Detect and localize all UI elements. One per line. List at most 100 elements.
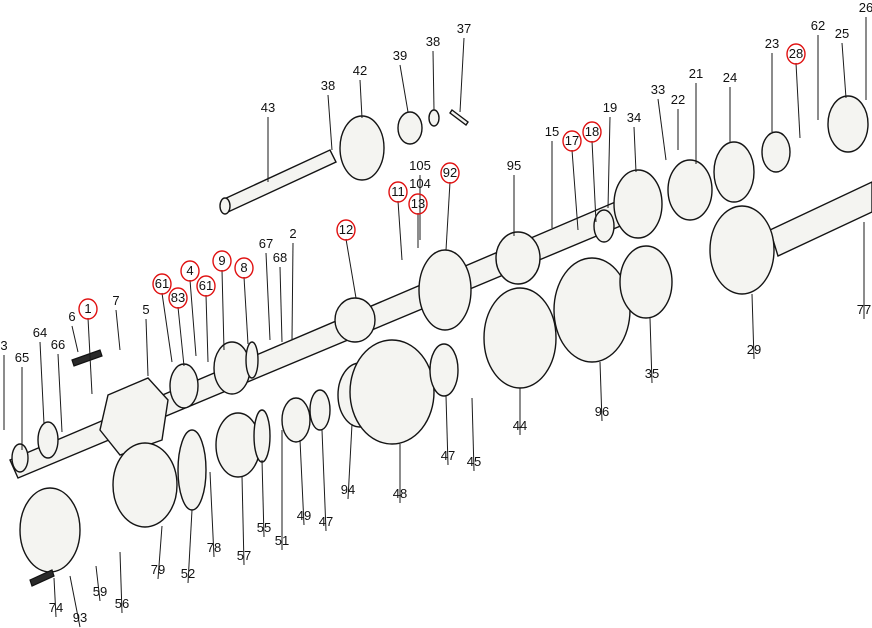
part-number-label: 78 [207, 540, 221, 555]
leader-line [279, 266, 283, 343]
part-number-label: 5 [142, 302, 149, 317]
part-number-label: 18 [585, 124, 599, 139]
gear-47b [429, 343, 459, 397]
ring-18 [593, 209, 615, 243]
part-number-label: 28 [789, 46, 803, 61]
red-circle-marker [336, 219, 356, 241]
cover-56 [112, 442, 178, 528]
part-number-label: 77 [857, 302, 871, 317]
leader-line [243, 276, 249, 345]
leader-line [459, 37, 465, 113]
part-number-label: 39 [393, 48, 407, 63]
shaft-43 [221, 149, 337, 213]
leader-line [39, 341, 45, 425]
ring-8 [245, 341, 259, 379]
part-number-label: 59 [93, 584, 107, 599]
leader-line [241, 475, 245, 566]
gear-29 [709, 205, 775, 295]
cover-93 [19, 487, 81, 573]
red-circle-marker [212, 250, 232, 272]
red-circle-marker [562, 130, 582, 152]
part-number-label: 83 [171, 290, 185, 305]
bearing-61a [169, 363, 199, 409]
leader-line [751, 293, 755, 360]
part-number-label: 48 [393, 486, 407, 501]
part-number-label: 17 [565, 133, 579, 148]
part-number-label: 4 [186, 263, 193, 278]
leader-line [69, 575, 81, 628]
part-number-label: 35 [645, 366, 659, 381]
leader-line [345, 238, 357, 299]
parts-layer [9, 95, 872, 587]
part-number-label: 96 [595, 404, 609, 419]
part-number-label: 61 [199, 278, 213, 293]
leader-line [189, 279, 197, 357]
leader-line [607, 116, 611, 209]
red-circle-marker [180, 260, 200, 282]
leader-line [347, 423, 353, 500]
part-number-label: 33 [651, 82, 665, 97]
red-circle-marker [196, 275, 216, 297]
part-number-label: 105 [409, 158, 431, 173]
part-number-label: 55 [257, 520, 271, 535]
ring-55 [253, 409, 271, 463]
leader-line [157, 525, 163, 580]
part-number-label: 26 [859, 0, 872, 15]
leader-line [571, 149, 579, 231]
part-number-label: 104 [409, 176, 431, 191]
part-number-label: 34 [627, 110, 641, 125]
part-number-label: 7 [112, 293, 119, 308]
part-number-label: 45 [467, 454, 481, 469]
part-number-label: 68 [273, 250, 287, 265]
part-number-label: 74 [49, 600, 63, 615]
housing-5 [99, 377, 169, 456]
leader-line [187, 509, 193, 584]
gear-44 [483, 287, 557, 389]
part-number-label: 13 [411, 196, 425, 211]
part-number-label: 62 [811, 18, 825, 33]
part-number-label: 43 [261, 100, 275, 115]
leader-line [87, 317, 93, 395]
leader-line [657, 98, 667, 161]
part-number-label: 67 [259, 236, 273, 251]
gear-95 [495, 231, 541, 285]
leader-line [119, 551, 123, 614]
part-number-label: 11 [391, 184, 405, 199]
seal-64 [37, 421, 59, 459]
part-number-label: 15 [545, 124, 559, 139]
leader-line [115, 309, 121, 351]
shaft-12 [334, 297, 376, 343]
part-number-label: 24 [723, 70, 737, 85]
red-circle-marker [152, 273, 172, 295]
part-number-label: 37 [457, 21, 471, 36]
part-number-label: 94 [341, 482, 355, 497]
part-number-label: 2 [289, 226, 296, 241]
bearing-39 [397, 111, 423, 145]
leader-line [299, 439, 305, 526]
part-number-label: 52 [181, 566, 195, 581]
part-number-label: 66 [51, 337, 65, 352]
gear-47a [309, 389, 331, 431]
leader-line [591, 140, 597, 223]
red-circle-marker [388, 181, 408, 203]
leader-line [209, 471, 215, 558]
part-number-label: 65 [15, 350, 29, 365]
gear-96 [553, 257, 631, 363]
leader-line [321, 429, 327, 532]
part-number-label: 12 [339, 222, 353, 237]
part-number-label: 64 [33, 325, 47, 340]
gasket-52 [177, 429, 207, 511]
leader-line [471, 397, 475, 472]
bolt-6 [71, 349, 103, 367]
leader-line [359, 79, 363, 119]
red-circle-marker [168, 287, 188, 309]
leader-line [161, 292, 173, 363]
part-number-label: 51 [275, 533, 289, 548]
part-number-label: 61 [155, 276, 169, 291]
gear-42 [339, 115, 385, 181]
leader-line [221, 269, 225, 351]
part-number-label: 92 [443, 165, 457, 180]
part-number-label: 57 [237, 548, 251, 563]
leader-line [432, 50, 435, 111]
